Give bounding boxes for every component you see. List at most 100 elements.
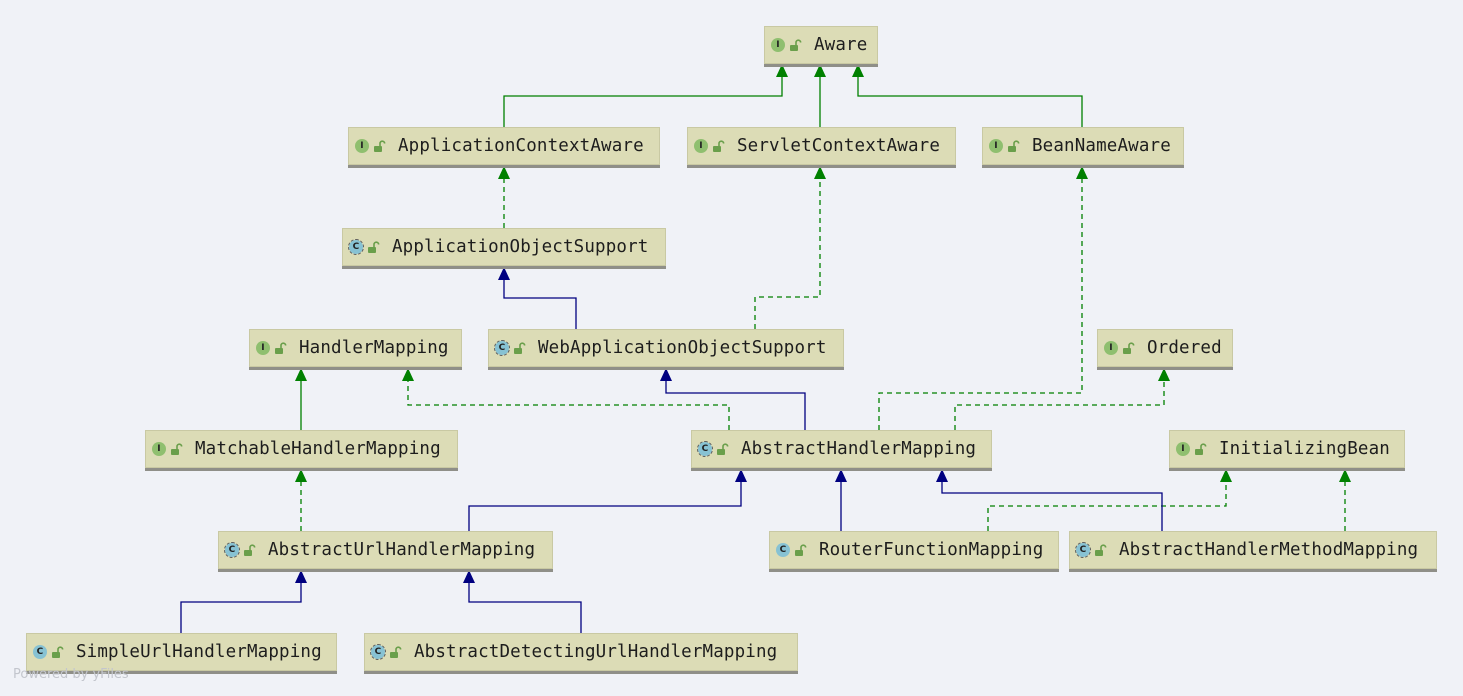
edge-absurl-to-matchable [295,469,307,531]
abstract-class-icon: C [494,340,510,356]
public-lock-icon [1195,443,1207,455]
abstract-class-icon: C [1075,542,1091,558]
node-label: MatchableHandlerMapping [195,439,441,459]
public-lock-icon [717,443,729,455]
class-icon: C [776,543,790,557]
edge-arrowhead [498,166,510,179]
edge-arrowhead [295,469,307,482]
node-label: Ordered [1147,338,1222,358]
edge-arrowhead [814,166,826,179]
node-simpleurl[interactable]: C SimpleUrlHandlerMapping [26,633,337,671]
interface-icon: I [355,139,369,153]
edge-simpleurl-to-absurl [180,570,307,633]
abstract-class-icon: C [370,644,386,660]
node-servletctx[interactable]: I ServletContextAware [687,127,956,165]
class-icon: C [33,645,47,659]
edge-matchable-to-handlermapping [295,368,307,430]
edge-line [503,64,783,127]
public-lock-icon [1008,140,1020,152]
abstract-class-icon: C [224,542,240,558]
node-appctx[interactable]: I ApplicationContextAware [348,127,660,165]
node-label: AbstractHandlerMethodMapping [1119,540,1419,560]
edge-abshandlermethod-to-abshandler [936,469,1163,531]
public-lock-icon [368,241,380,253]
node-label: ServletContextAware [737,136,941,156]
edge-arrowhead [295,570,307,583]
edge-servletctx-to-aware [814,64,826,127]
edge-arrowhead [498,267,510,280]
edge-line [468,570,582,633]
edge-beanname-to-aware [852,64,1083,127]
node-label: ApplicationObjectSupport [392,237,649,257]
node-matchable[interactable]: I MatchableHandlerMapping [145,430,458,468]
interface-icon: I [771,38,785,52]
public-lock-icon [1095,544,1107,556]
node-label: Aware [814,35,868,55]
abstract-class-icon: C [348,239,364,255]
edge-arrowhead [660,368,672,381]
node-aware[interactable]: I Aware [764,26,878,64]
interface-icon: I [989,139,1003,153]
edge-arrowhead [1339,469,1351,482]
interface-icon: I [1176,442,1190,456]
public-lock-icon [795,544,807,556]
interface-icon: I [256,341,270,355]
edge-arrowhead [735,469,747,482]
edge-arrowhead [463,570,475,583]
edge-line [857,64,1083,127]
public-lock-icon [52,646,64,658]
interface-icon: I [1104,341,1118,355]
public-lock-icon [244,544,256,556]
node-abshandlermethod[interactable]: C AbstractHandlerMethodMapping [1069,531,1437,569]
edge-webappobj-to-servletctx [754,166,826,329]
edge-absurl-to-abshandler [468,469,747,531]
node-appobj[interactable]: C ApplicationObjectSupport [342,228,666,266]
node-webappobj[interactable]: C WebApplicationObjectSupport [488,329,844,367]
edge-line [954,368,1165,430]
public-lock-icon [790,39,802,51]
public-lock-icon [390,646,402,658]
edge-abshandler-to-beanname [878,166,1088,430]
node-label: AbstractHandlerMapping [741,439,977,459]
node-ordered[interactable]: I Ordered [1097,329,1233,367]
node-abshandler[interactable]: C AbstractHandlerMapping [691,430,992,468]
public-lock-icon [171,443,183,455]
node-label: InitializingBean [1219,439,1390,459]
edge-abshandler-to-ordered [954,368,1170,430]
interface-icon: I [694,139,708,153]
edge-line [180,570,302,633]
node-absdetect[interactable]: C AbstractDetectingUrlHandlerMapping [364,633,798,671]
edge-line [754,166,821,329]
node-label: ApplicationContextAware [398,136,644,156]
edge-abshandler-to-handlermapping [402,368,730,430]
edge-line [878,166,1083,430]
node-label: RouterFunctionMapping [819,540,1044,560]
edge-arrowhead [1220,469,1232,482]
edge-arrowhead [852,64,864,77]
powered-by-footer: Powered by yFiles [13,667,129,682]
abstract-class-icon: C [697,441,713,457]
public-lock-icon [713,140,725,152]
public-lock-icon [275,342,287,354]
edge-arrowhead [936,469,948,482]
node-label: WebApplicationObjectSupport [538,338,827,358]
node-label: SimpleUrlHandlerMapping [76,642,322,662]
public-lock-icon [514,342,526,354]
node-label: AbstractDetectingUrlHandlerMapping [414,642,778,662]
edge-arrowhead [1076,166,1088,179]
edge-arrowhead [776,64,788,77]
edge-routerfn-to-abshandler [835,469,847,531]
edge-arrowhead [835,469,847,482]
interface-icon: I [152,442,166,456]
node-initbean[interactable]: I InitializingBean [1169,430,1405,468]
edge-line [987,469,1227,531]
edge-arrowhead [1158,368,1170,381]
edge-line [407,368,730,430]
node-routerfn[interactable]: C RouterFunctionMapping [769,531,1059,569]
public-lock-icon [374,140,386,152]
